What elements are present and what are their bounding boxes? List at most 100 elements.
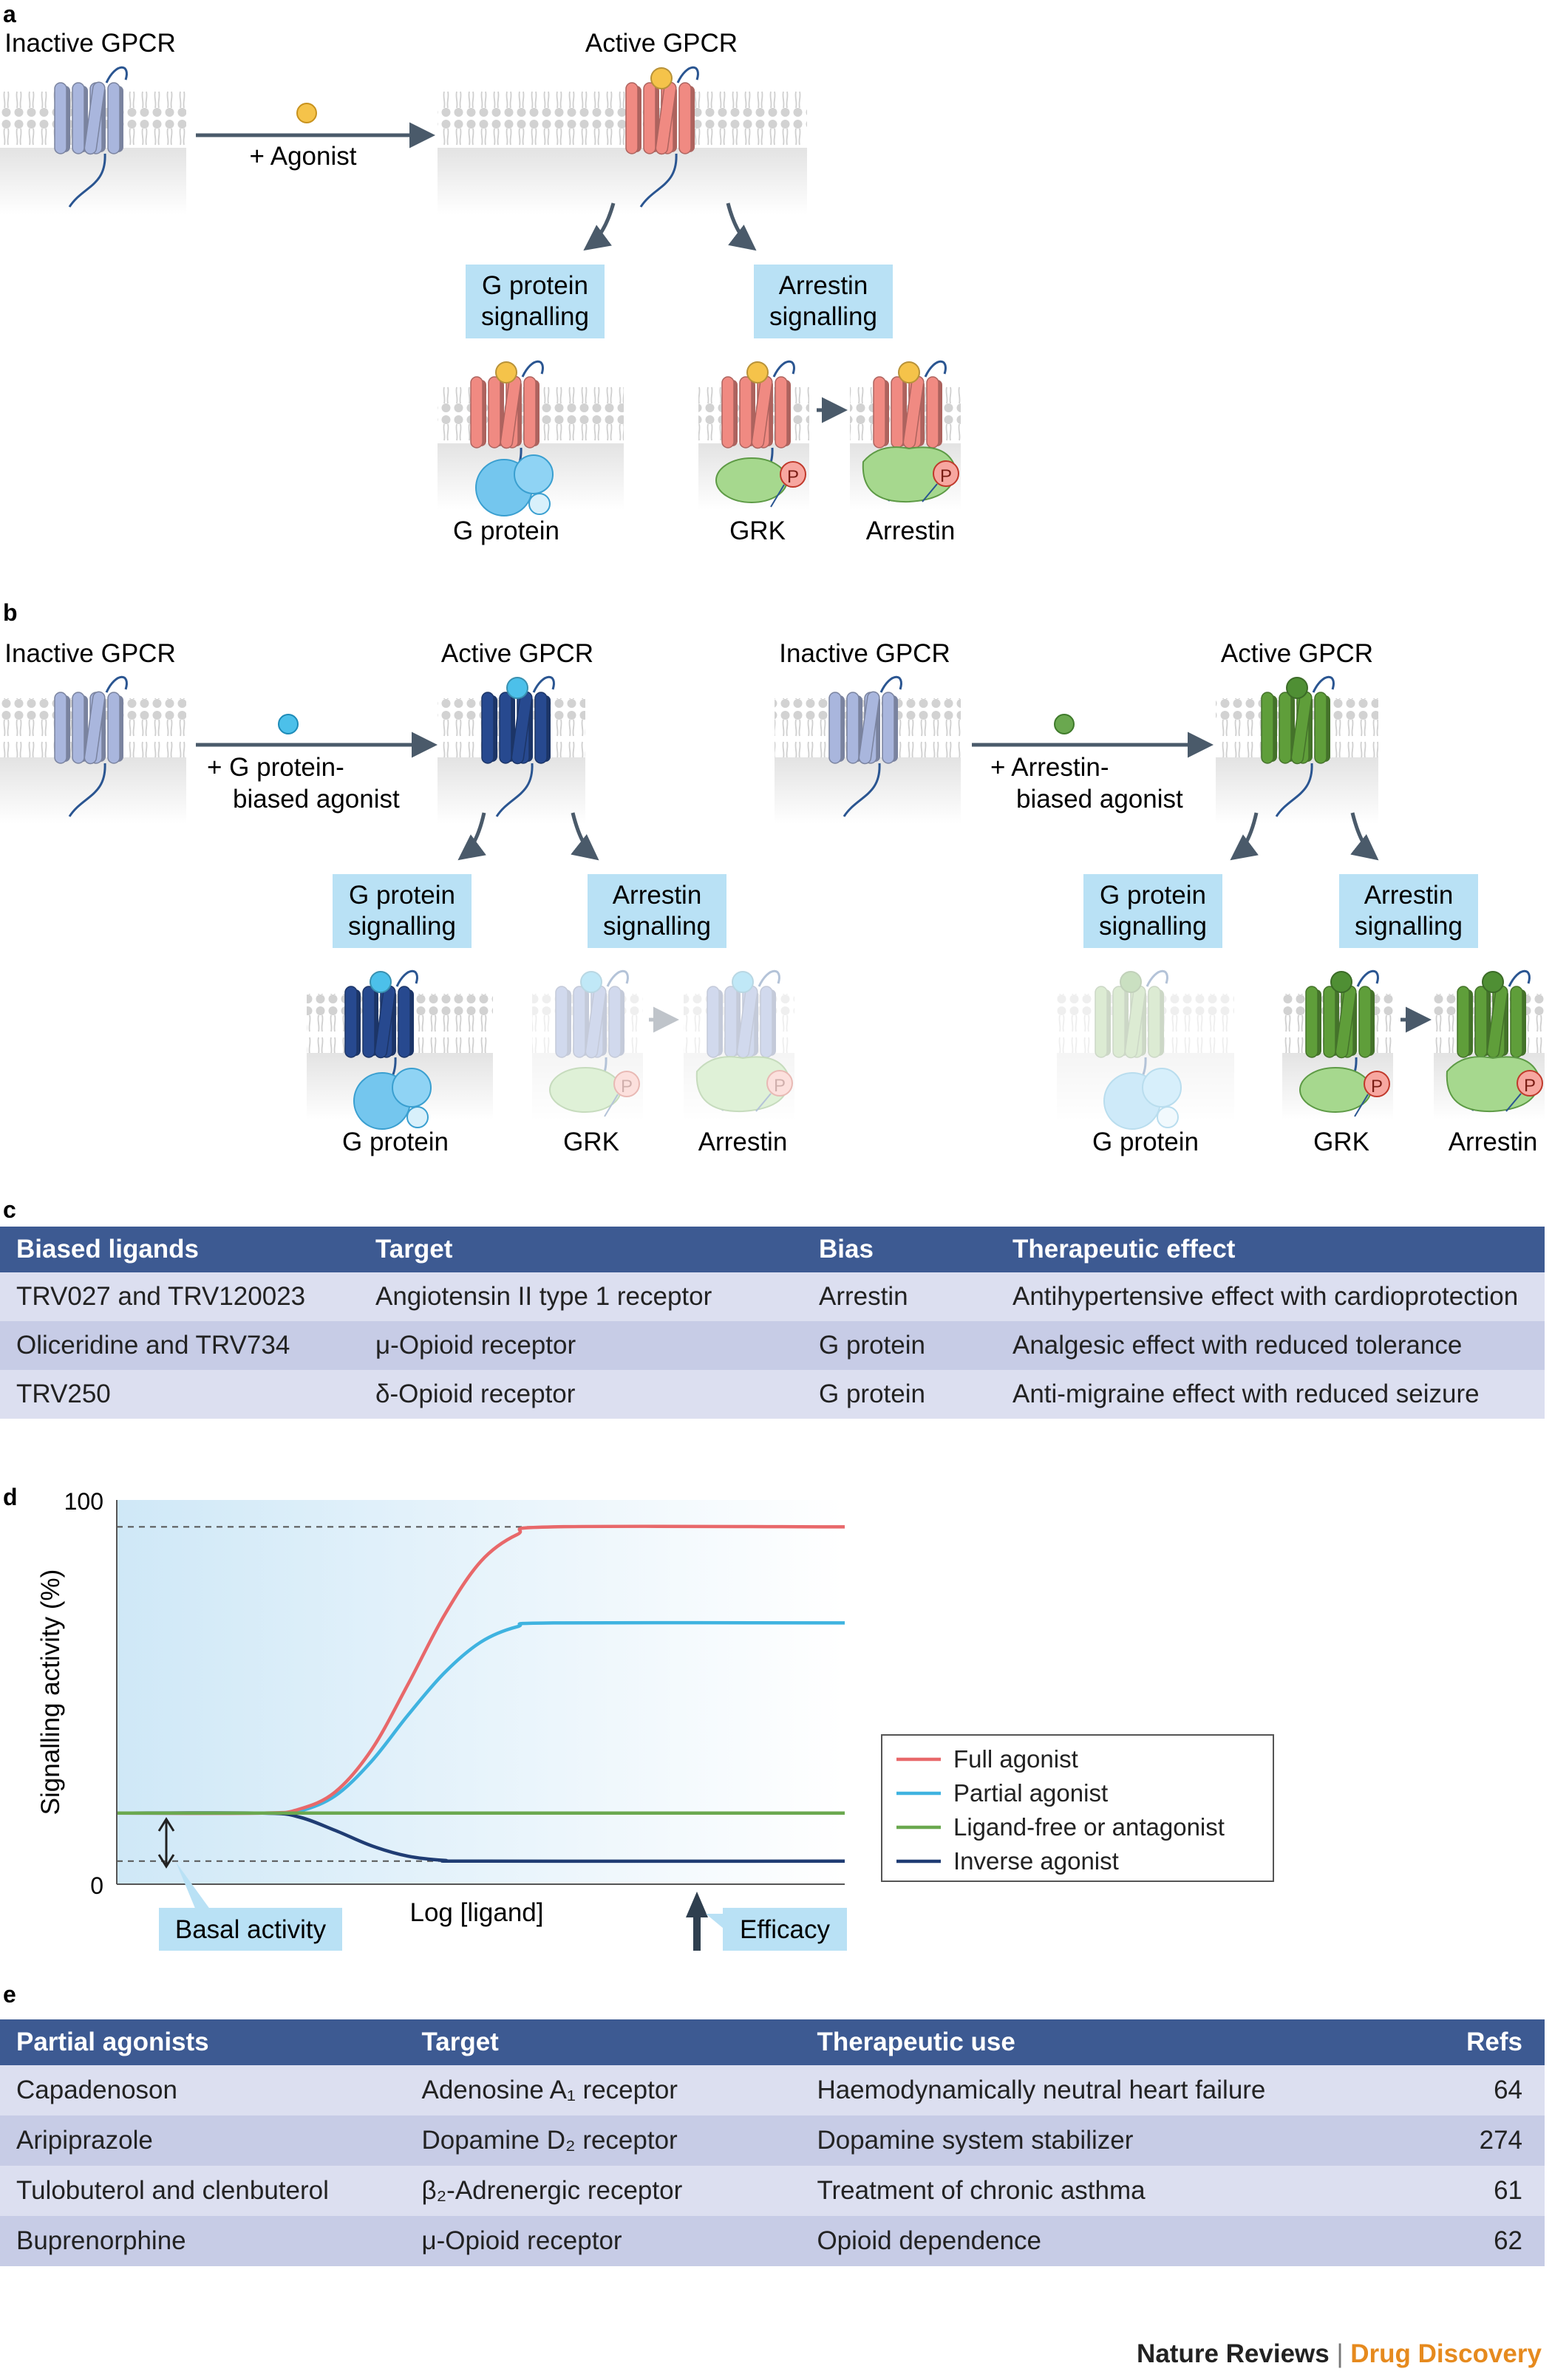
arrestin-label: Arrestin: [698, 1128, 788, 1156]
bound-ligand-icon: [650, 67, 673, 89]
helix: [1100, 989, 1111, 1056]
arrestin-label: Arrestin: [1449, 1128, 1538, 1156]
cytoplasm: [684, 1053, 794, 1119]
gprotein-signalling-box: [333, 874, 472, 948]
active-gpcr-label: Active GPCR: [1221, 639, 1373, 668]
helix: [579, 989, 589, 1056]
bound-ligand-icon: [370, 971, 392, 993]
arrestin-icon: P: [1446, 1056, 1543, 1113]
arrestin-receptor: [873, 360, 947, 502]
table-row: Oliceridine and TRV734 μ-Opioid receptor…: [0, 1321, 1545, 1370]
basal-activity-label: Basal activity: [175, 1915, 327, 1944]
helix: [1279, 692, 1292, 764]
to-arrestin-arrow: [1350, 812, 1379, 861]
agonist-label: + Agonist: [250, 142, 357, 171]
agonist-ligand-icon: [296, 103, 317, 123]
helix: [873, 376, 886, 449]
helix: [736, 985, 758, 1059]
panel-a: Inactive GPCR Active GPCR + Agonist G pr…: [0, 29, 961, 545]
table-cell: Opioid dependence: [817, 2226, 1042, 2255]
table-row: TRV027 and TRV120023 Angiotensin II type…: [0, 1272, 1545, 1321]
table-header: Partial agonists Target Therapeutic use …: [0, 2019, 1545, 2065]
arrestin-signalling-line1: Arrestin: [613, 881, 702, 910]
gprotein-signalling-line2: signalling: [348, 912, 456, 941]
helix: [585, 985, 607, 1059]
table-cell: Buprenorphine: [16, 2226, 186, 2255]
to-gprotein-arrow: [457, 812, 486, 861]
table-header: Biased ligands Target Bias Therapeutic e…: [0, 1227, 1545, 1272]
table-cell: Aripiprazole: [16, 2126, 153, 2155]
extracellular-loop: [879, 675, 902, 693]
basal-callout-pointer: [176, 1862, 211, 1910]
c-terminal-tail: [639, 153, 678, 208]
bound-ligand-icon: [732, 971, 754, 993]
helix: [84, 691, 106, 765]
phosphate-icon: [613, 1071, 640, 1097]
helix: [858, 691, 880, 765]
arrestin-biased-agonist-label-2: biased agonist: [1016, 785, 1183, 814]
panel-a-letter: a: [3, 1, 16, 27]
table-cell: G protein: [819, 1380, 925, 1408]
helix: [1118, 989, 1129, 1056]
helix: [614, 989, 624, 1056]
helix: [926, 376, 939, 449]
gprotein-label: G protein: [342, 1128, 449, 1156]
helix: [608, 986, 622, 1058]
g-biased-agonist-icon: [278, 714, 299, 734]
helix: [1358, 986, 1372, 1058]
extracellular-loop: [772, 360, 795, 378]
table-cell: δ-Opioid receptor: [375, 1380, 576, 1408]
helix: [760, 986, 773, 1058]
inactive-gpcr-label: Inactive GPCR: [4, 639, 175, 668]
bound-ligand-icon: [580, 971, 602, 993]
c-terminal-tail: [68, 763, 106, 817]
table-cell: 274: [1479, 2126, 1523, 2155]
col-header-refs: Refs: [1466, 2028, 1523, 2056]
phosphate-icon: [933, 460, 959, 487]
helix: [1261, 692, 1274, 764]
gprotein-signalling-line1: G protein: [482, 271, 588, 300]
extracellular-loop: [105, 675, 128, 693]
cytoplasm: [532, 1053, 643, 1119]
lipid-bilayer: [438, 89, 807, 148]
helix: [555, 986, 568, 1058]
g-beta: [514, 454, 554, 494]
grk-icon: P: [1299, 1067, 1390, 1117]
c-terminal-tail: [68, 153, 106, 208]
plot-background: [117, 1500, 845, 1884]
extracellular-loop: [676, 66, 699, 83]
panel-b: Inactive GPCR Active GPCR + G protein- b…: [0, 639, 1545, 1156]
grk-label: GRK: [563, 1128, 619, 1156]
table-row: Buprenorphine μ-Opioid receptor Opioid d…: [0, 2216, 1545, 2266]
faded-grk-icon: P: [549, 1067, 640, 1117]
helix: [1095, 986, 1108, 1058]
panel-c-letter: c: [3, 1196, 16, 1223]
lipid-bilayer: [684, 994, 794, 1053]
col-header-agonists: Partial agonists: [16, 2028, 209, 2056]
phosphate-label: P: [1524, 1076, 1536, 1096]
biased-ligands-table: Biased ligands Target Bias Therapeutic e…: [0, 1227, 1545, 1419]
g-biased-agonist-label-1: + G protein-: [207, 753, 344, 782]
table-cell: 62: [1494, 2226, 1523, 2255]
journal-name: Nature Reviews: [1137, 2339, 1330, 2368]
arrestin-icon: P: [862, 446, 959, 503]
grk-label: GRK: [1313, 1128, 1369, 1156]
helix: [72, 692, 85, 764]
lipid-bilayer: [1057, 994, 1234, 1053]
col-header-bias: Bias: [819, 1235, 874, 1264]
helix: [398, 986, 411, 1058]
y-tick-0: 0: [90, 1872, 103, 1899]
faded-gprotein-icon: [1103, 1068, 1182, 1130]
table-cell: Capadenoson: [16, 2076, 177, 2104]
helix: [590, 986, 604, 1058]
extracellular-loop: [521, 360, 544, 378]
helix: [54, 692, 67, 764]
g-biased-agonist-label-2: biased agonist: [233, 785, 400, 814]
helix: [721, 376, 735, 449]
panel-e-letter: e: [3, 1981, 16, 2008]
active-gpcr-label: Active GPCR: [585, 29, 738, 58]
gprotein-signalling-line2: signalling: [1099, 912, 1207, 941]
arrestin-body: [695, 1056, 790, 1113]
table-cell: Treatment of chronic asthma: [817, 2176, 1146, 2205]
